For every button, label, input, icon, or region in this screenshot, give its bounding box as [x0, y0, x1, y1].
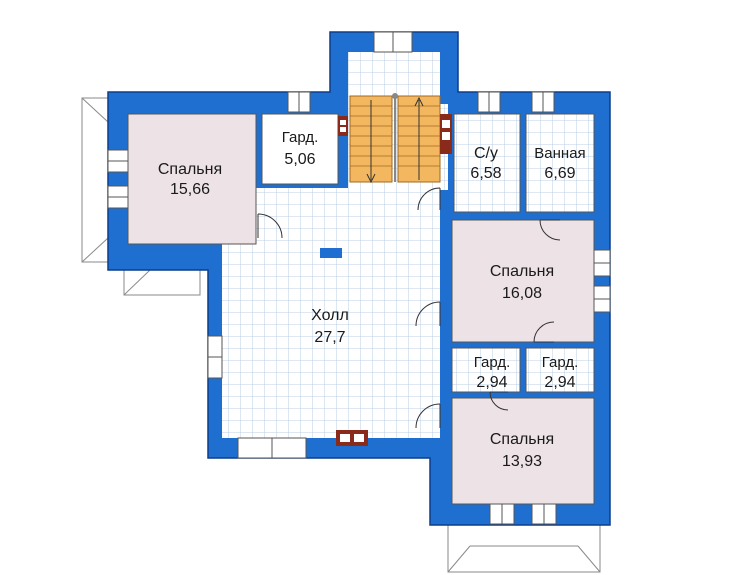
doors [257, 187, 561, 429]
room-floors [127, 52, 595, 505]
room-bedroom-3: Спальня 13,93 [490, 431, 554, 470]
room-area: 15,66 [170, 181, 210, 198]
room-name: Спальня [158, 161, 222, 178]
room-wc: С/у 6,58 [470, 145, 501, 182]
room-area: 27,7 [314, 329, 345, 346]
room-labels: Спальня 15,66 Гард. 5,06 С/у 6,58 Ванная… [158, 129, 586, 470]
room-area: 6,58 [470, 165, 501, 182]
room-bathroom: Ванная 6,69 [534, 145, 585, 182]
room-bedroom-2: Спальня 16,08 [490, 263, 554, 302]
room-closet-2: Гард. 2,94 [474, 354, 511, 391]
room-name: Спальня [490, 263, 554, 280]
room-area: 13,93 [502, 453, 542, 470]
room-name: Гард. [542, 354, 579, 371]
room-area: 16,08 [502, 285, 542, 302]
room-name: Гард. [282, 129, 319, 146]
room-hall: Холл 27,7 [311, 307, 349, 346]
room-name: Ванная [534, 145, 585, 162]
room-area: 2,94 [476, 374, 507, 391]
room-area: 2,94 [544, 374, 575, 391]
room-area: 5,06 [284, 151, 315, 168]
staircase [349, 93, 441, 184]
room-name: Холл [311, 307, 349, 324]
room-name: Гард. [474, 354, 511, 371]
room-bedroom-1: Спальня 15,66 [158, 161, 222, 198]
room-name: Спальня [490, 431, 554, 448]
room-name: С/у [474, 145, 498, 162]
chimneys [320, 114, 452, 446]
balcony-bottom [447, 523, 601, 573]
room-closet-1: Гард. 5,06 [282, 129, 319, 168]
windows [107, 31, 611, 525]
room-closet-3: Гард. 2,94 [542, 354, 579, 391]
room-area: 6,69 [544, 165, 575, 182]
